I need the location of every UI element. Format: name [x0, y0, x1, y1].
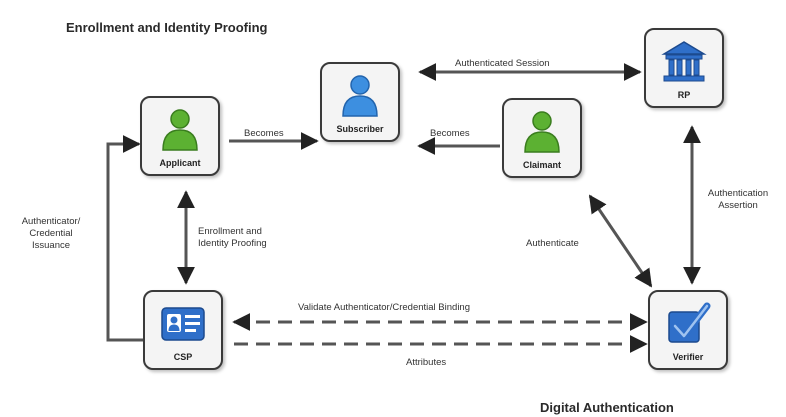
title-digital-authentication: Digital Authentication	[540, 400, 674, 415]
node-claimant: Claimant	[502, 98, 582, 178]
label-authenticated-session: Authenticated Session	[455, 58, 550, 69]
person-icon	[519, 108, 565, 154]
node-verifier: Verifier	[648, 290, 728, 370]
node-applicant-label: Applicant	[159, 158, 201, 168]
label-authentication-assertion: Authentication Assertion	[700, 188, 776, 212]
edge-csp-applicant	[106, 135, 143, 342]
node-subscriber-label: Subscriber	[336, 124, 384, 134]
label-credential-issuance: Authenticator/ Credential Issuance	[8, 216, 94, 252]
label-authentication-assertion-line2: Assertion	[718, 200, 758, 211]
label-authentication-assertion-line1: Authentication	[707, 188, 769, 199]
title-enrollment: Enrollment and Identity Proofing	[66, 20, 268, 35]
node-rp-label: RP	[677, 90, 691, 100]
node-subscriber: Subscriber	[320, 62, 400, 142]
label-credential-issuance-line3: Issuance	[31, 240, 71, 251]
node-claimant-label: Claimant	[522, 160, 561, 170]
label-enrollment-proofing: Enrollment and Identity Proofing	[198, 226, 267, 250]
label-credential-issuance-line2: Credential	[29, 228, 73, 239]
bank-building-icon	[661, 38, 707, 84]
label-credential-issuance-line1: Authenticator/	[21, 216, 81, 227]
label-claimant-becomes: Becomes	[430, 128, 470, 139]
node-applicant: Applicant	[140, 96, 220, 176]
label-enrollment-proofing-line1: Enrollment and	[198, 226, 262, 237]
label-attributes: Attributes	[406, 357, 447, 368]
checkbox-check-icon	[665, 300, 711, 346]
node-csp: CSP	[143, 290, 223, 370]
node-rp: RP	[644, 28, 724, 108]
id-card-icon	[160, 300, 206, 346]
label-enrollment-proofing-line2: Identity Proofing	[198, 238, 267, 249]
node-verifier-label: Verifier	[672, 352, 704, 362]
edge-claimant-verifier	[588, 194, 653, 288]
label-authenticate: Authenticate	[526, 238, 579, 249]
label-applicant-becomes: Becomes	[244, 128, 284, 139]
node-csp-label: CSP	[173, 352, 193, 362]
label-validate-binding: Validate Authenticator/Credential Bindin…	[298, 302, 470, 313]
person-icon	[337, 72, 383, 118]
person-icon	[157, 106, 203, 152]
